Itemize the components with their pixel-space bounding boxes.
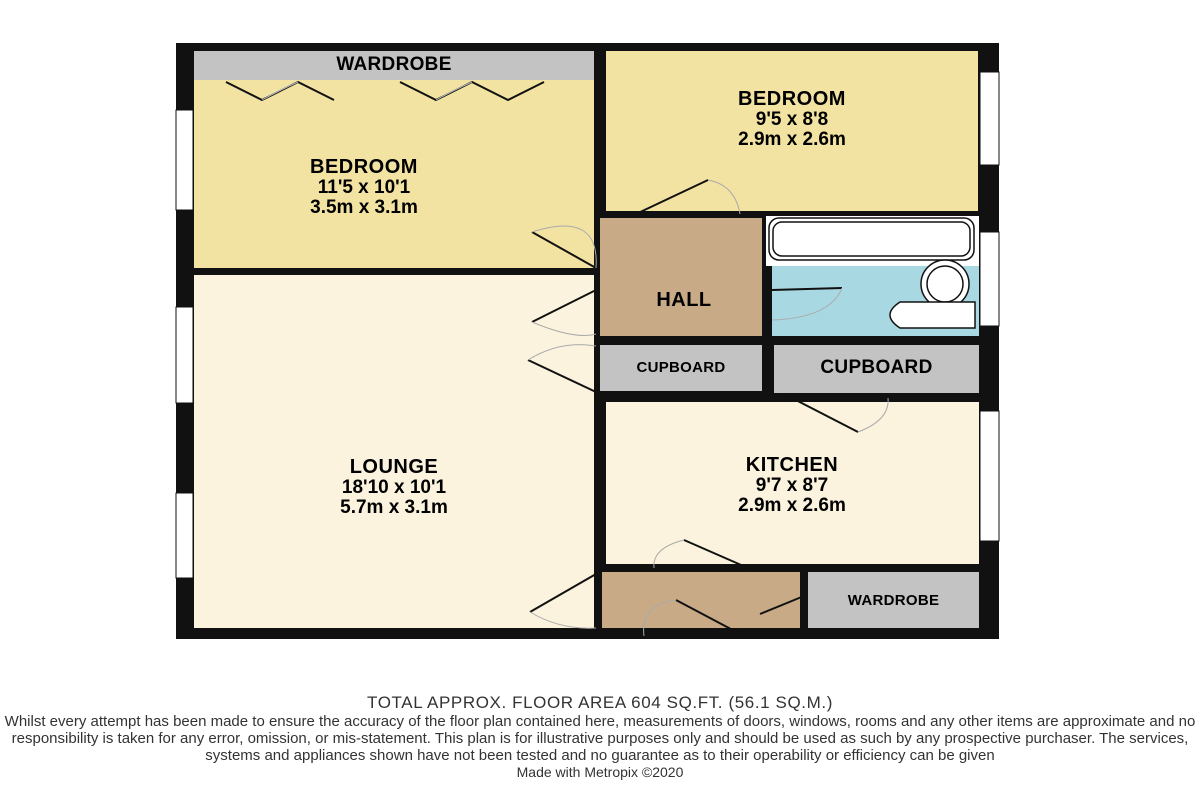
floor-plan — [175, 43, 1000, 639]
bedroom-1-area — [194, 80, 594, 268]
window-bedroom-1 — [175, 109, 194, 211]
bedroom-2-area — [606, 51, 978, 211]
lounge-name: LOUNGE — [349, 456, 439, 478]
cupboard-right-label: CUPBOARD — [820, 357, 933, 378]
window-bedroom-2 — [979, 71, 1000, 166]
kitchen-name: KITCHEN — [745, 454, 839, 476]
bedroom-2-name: BEDROOM — [738, 88, 846, 110]
credit-text: Made with Metropix ©2020 — [516, 764, 684, 780]
entrance-hall-area — [602, 572, 800, 628]
door-kitchen — [683, 539, 749, 569]
door-bathroom — [771, 287, 843, 291]
hall-label: HALL — [656, 289, 712, 311]
door-wardrobe-bottom — [759, 595, 805, 615]
window-lounge-lower — [175, 492, 194, 579]
kitchen-area — [606, 402, 979, 564]
lounge-area — [194, 275, 594, 628]
bath-icon — [768, 217, 975, 261]
door-bedroom-1 — [531, 231, 597, 269]
plan-footer: TOTAL APPROX. FLOOR AREA 604 SQ.FT. (56.… — [0, 693, 1200, 781]
cupboard-left-label: CUPBOARD — [636, 359, 726, 376]
total-floor-area: TOTAL APPROX. FLOOR AREA 604 SQ.FT. (56.… — [367, 693, 833, 712]
door-cupboard-left — [527, 359, 597, 393]
lounge-label: LOUNGE 18'10 x 10'1 5.7m x 3.1m — [274, 457, 514, 518]
door-swings — [527, 179, 859, 637]
hall-area — [600, 218, 762, 336]
wardrobe-top-area — [194, 51, 594, 80]
door-lounge-lower — [529, 573, 597, 613]
bedroom-2-metric: 2.9m x 2.6m — [738, 129, 846, 150]
bedroom-2-label: BEDROOM 9'5 x 8'8 2.9m x 2.6m — [672, 89, 912, 150]
cupboard-left-area — [600, 345, 762, 391]
wardrobe-bottom-area — [808, 572, 979, 628]
kitchen-imperial: 9'7 x 8'7 — [755, 475, 829, 496]
bedroom-1-imperial: 11'5 x 10'1 — [317, 177, 411, 198]
sink-icon — [920, 259, 970, 309]
bedroom-1-label: BEDROOM 11'5 x 10'1 3.5m x 3.1m — [244, 157, 484, 218]
cupboard-right-area — [774, 345, 979, 393]
lounge-imperial: 18'10 x 10'1 — [341, 477, 447, 498]
kitchen-label: KITCHEN 9'7 x 8'7 2.9m x 2.6m — [672, 455, 912, 516]
wardrobe-bottom-label: WARDROBE — [847, 592, 940, 609]
window-kitchen — [979, 410, 1000, 542]
bedroom-1-metric: 3.5m x 3.1m — [310, 197, 418, 218]
wardrobe-top-label: WARDROBE — [336, 54, 452, 75]
window-lounge-upper — [175, 306, 194, 404]
door-bedroom-2 — [635, 179, 709, 215]
bedroom-1-name: BEDROOM — [310, 156, 418, 178]
bedroom-2-imperial: 9'5 x 8'8 — [755, 109, 829, 130]
toilet-icon — [889, 301, 976, 329]
door-entrance — [675, 599, 745, 637]
disclaimer-text: Whilst every attempt has been made to en… — [4, 713, 1196, 764]
windows — [175, 71, 1000, 579]
lounge-metric: 5.7m x 3.1m — [340, 497, 448, 518]
bathroom-fixtures — [768, 217, 976, 329]
door-lounge-upper — [531, 289, 597, 323]
door-cupboard-right — [789, 396, 859, 433]
kitchen-metric: 2.9m x 2.6m — [738, 495, 846, 516]
window-bathroom — [979, 231, 1000, 327]
